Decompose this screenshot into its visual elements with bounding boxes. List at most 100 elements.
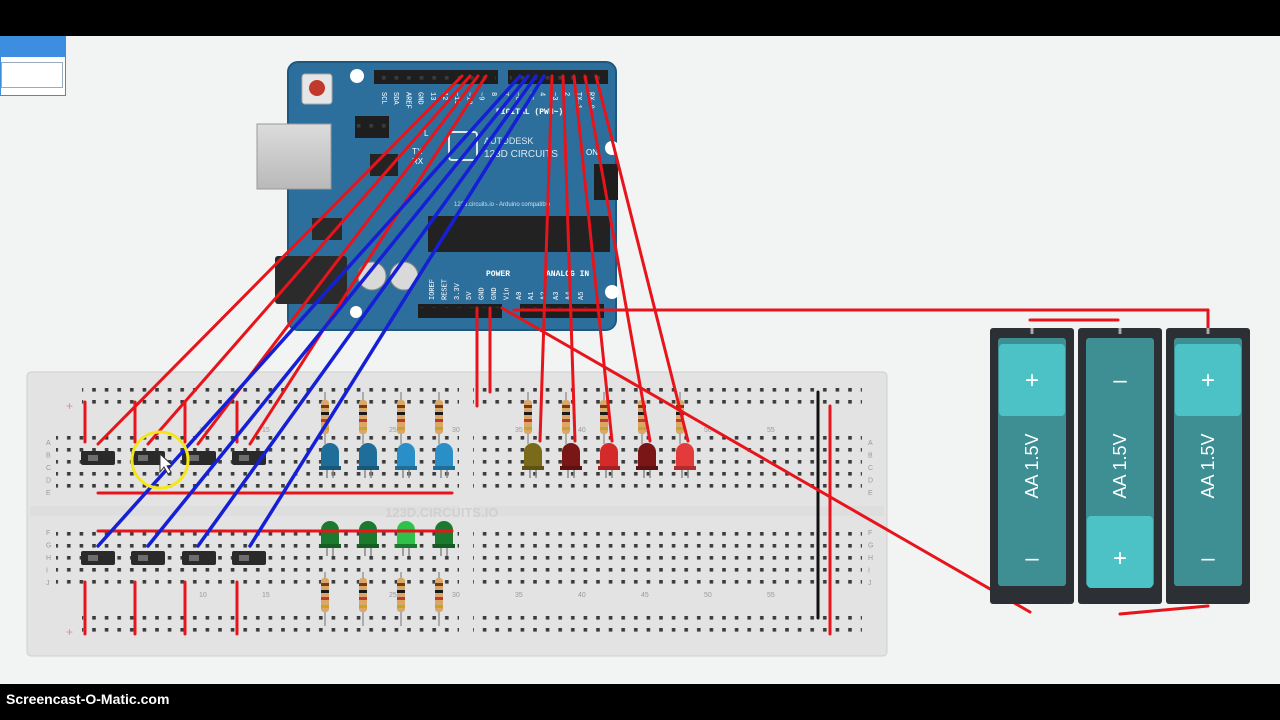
column-number: 30 bbox=[452, 592, 460, 599]
row-letter: E bbox=[46, 490, 51, 497]
circuit-drawing: AUTODESK 123D CIRCUITS 123d.circuits.io … bbox=[26, 61, 1250, 657]
column-number: 25 bbox=[389, 592, 397, 599]
switch-knob[interactable] bbox=[189, 455, 199, 461]
cursor-highlight bbox=[130, 430, 190, 490]
plus-label-bottom: + bbox=[66, 625, 73, 639]
component-panel[interactable] bbox=[0, 36, 66, 96]
led[interactable] bbox=[676, 443, 694, 468]
switch-knob[interactable] bbox=[88, 555, 98, 561]
battery-top-terminal: – bbox=[1113, 367, 1127, 394]
digital-pin-label: 13 bbox=[428, 92, 436, 100]
leds[interactable] bbox=[319, 443, 696, 556]
power-pin-label: A0 bbox=[516, 292, 524, 300]
digital-pin-label: TX→1 bbox=[574, 92, 582, 109]
circuit-canvas[interactable]: AUTODESK 123D CIRCUITS 123d.circuits.io … bbox=[0, 36, 1280, 684]
battery-top-terminal: + bbox=[1025, 367, 1039, 394]
row-letter: D bbox=[46, 478, 51, 485]
battery-holder[interactable]: +–AA 1.5V bbox=[1166, 328, 1250, 604]
row-letter: D bbox=[868, 478, 873, 485]
column-number: 50 bbox=[704, 592, 712, 599]
reset-button[interactable] bbox=[309, 80, 325, 96]
row-letter: E bbox=[868, 490, 873, 497]
resistor[interactable] bbox=[359, 400, 367, 434]
power-pin-label: A1 bbox=[528, 292, 536, 300]
battery-holder[interactable]: –+AA 1.5V bbox=[1078, 328, 1162, 604]
resistor[interactable] bbox=[524, 400, 532, 434]
battery-holder[interactable]: +–AA 1.5V bbox=[990, 328, 1074, 604]
usb-connector bbox=[256, 123, 332, 190]
recorder-top-bar bbox=[0, 0, 1280, 36]
column-number: 25 bbox=[389, 427, 397, 434]
resistor[interactable] bbox=[435, 578, 443, 612]
led[interactable] bbox=[397, 443, 415, 468]
mouse-cursor-icon bbox=[159, 452, 174, 475]
digital-pin-label: 4 bbox=[538, 92, 546, 96]
column-number: 55 bbox=[767, 427, 775, 434]
led[interactable] bbox=[359, 443, 377, 468]
led[interactable] bbox=[562, 443, 580, 468]
resistor[interactable] bbox=[397, 400, 405, 434]
arduino-board[interactable]: AUTODESK 123D CIRCUITS 123d.circuits.io … bbox=[256, 61, 619, 331]
column-number: 50 bbox=[704, 427, 712, 434]
row-letter: B bbox=[46, 453, 51, 460]
column-number: 30 bbox=[452, 427, 460, 434]
column-number: 35 bbox=[515, 592, 523, 599]
battery-label: AA 1.5V bbox=[1022, 433, 1042, 498]
switch-knob[interactable] bbox=[239, 555, 249, 561]
led[interactable] bbox=[321, 521, 339, 546]
recorder-bottom-bar: Screencast-O-Matic.com bbox=[0, 684, 1280, 720]
digital-pin-label: SCL bbox=[379, 92, 387, 105]
resistor[interactable] bbox=[397, 578, 405, 612]
microcontroller-chip bbox=[428, 216, 610, 252]
digital-pin-label: ~3 bbox=[550, 92, 558, 100]
led[interactable] bbox=[600, 443, 618, 468]
resistor[interactable] bbox=[435, 400, 443, 434]
resistor[interactable] bbox=[359, 578, 367, 612]
power-pin-label: Vin bbox=[503, 287, 511, 300]
digital-pin-label: ~6 bbox=[513, 92, 521, 100]
battery-bottom-terminal: – bbox=[1201, 545, 1215, 572]
digital-pin-label: SDA bbox=[391, 92, 399, 105]
battery-label: AA 1.5V bbox=[1110, 433, 1130, 498]
led[interactable] bbox=[435, 521, 453, 546]
battery-top-terminal: + bbox=[1201, 367, 1215, 394]
switch-knob[interactable] bbox=[239, 455, 249, 461]
switch-knob[interactable] bbox=[138, 455, 148, 461]
column-number: 15 bbox=[262, 592, 270, 599]
switch-knob[interactable] bbox=[88, 455, 98, 461]
digital-pin-label: ~11 bbox=[452, 92, 460, 105]
analog-label: ANALOG IN bbox=[546, 270, 589, 279]
row-letter: C bbox=[46, 465, 51, 472]
tx-label: TX bbox=[412, 147, 423, 156]
column-number: 45 bbox=[641, 592, 649, 599]
on-label: ON bbox=[586, 148, 598, 157]
row-letter: A bbox=[46, 440, 51, 447]
recorder-watermark: Screencast-O-Matic.com bbox=[6, 691, 170, 707]
resistor[interactable] bbox=[600, 400, 608, 434]
led[interactable] bbox=[321, 443, 339, 468]
resistor[interactable] bbox=[562, 400, 570, 434]
switch-knob[interactable] bbox=[189, 555, 199, 561]
battery-pack[interactable]: +–AA 1.5V–+AA 1.5V+–AA 1.5V bbox=[990, 328, 1250, 604]
column-number: 40 bbox=[578, 427, 586, 434]
row-letter: H bbox=[868, 555, 873, 562]
brand-line1: AUTODESK bbox=[484, 136, 533, 146]
led[interactable] bbox=[359, 521, 377, 546]
power-jack bbox=[275, 256, 347, 304]
power-pin-label: RESET bbox=[441, 279, 449, 300]
power-pin-label: GND bbox=[479, 287, 487, 300]
wires[interactable] bbox=[83, 74, 1210, 636]
l-label: L bbox=[424, 129, 429, 138]
panel-search-field[interactable] bbox=[1, 62, 63, 88]
led[interactable] bbox=[638, 443, 656, 468]
switch-knob[interactable] bbox=[138, 555, 148, 561]
row-letter: A bbox=[868, 440, 873, 447]
row-letter: G bbox=[868, 543, 873, 550]
resistor[interactable] bbox=[321, 578, 329, 612]
led[interactable] bbox=[435, 443, 453, 468]
power-label: POWER bbox=[486, 270, 510, 279]
led[interactable] bbox=[524, 443, 542, 468]
board-website: 123d.circuits.io - Arduino compatible bbox=[454, 202, 551, 208]
led[interactable] bbox=[397, 521, 415, 546]
